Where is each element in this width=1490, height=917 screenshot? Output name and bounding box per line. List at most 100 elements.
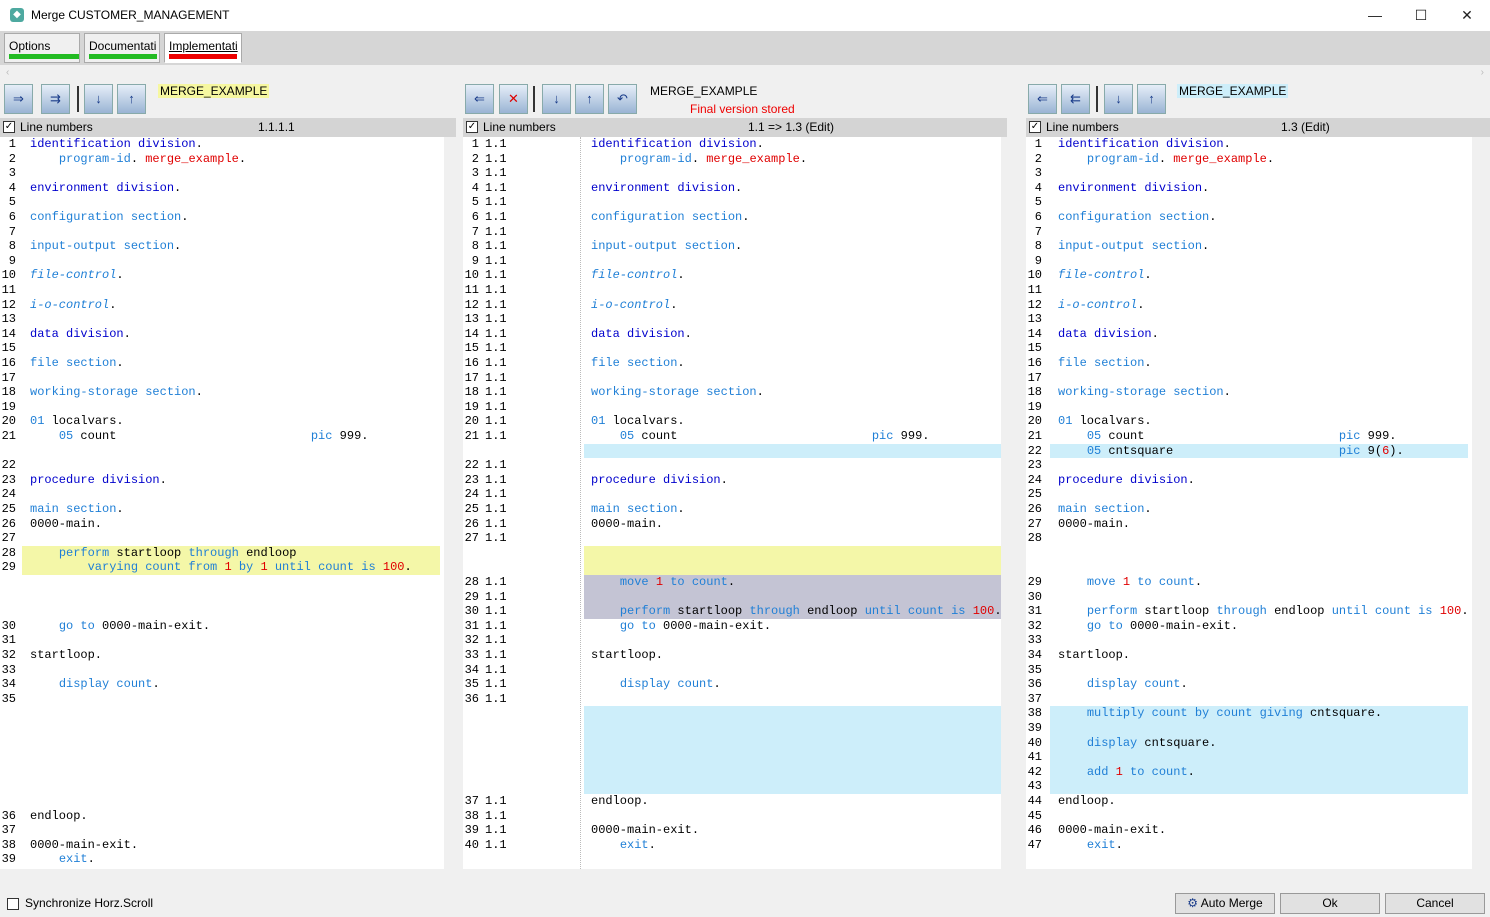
horizontal-scrollbar[interactable]	[1026, 869, 1490, 885]
diff-highlight	[584, 560, 1001, 575]
tab-documentation[interactable]: Documentati	[84, 33, 160, 63]
line-number: 32	[1, 648, 16, 662]
next-diff-icon[interactable]: ↓	[1104, 84, 1133, 114]
line-number: 1	[471, 137, 479, 151]
vertical-scrollbar[interactable]	[1478, 137, 1490, 869]
sync-horz-scroll-checkbox[interactable]	[7, 898, 19, 910]
code-text: add 1 to count.	[1086, 764, 1195, 779]
code-line: 13	[0, 312, 444, 327]
line-number: 13	[1027, 312, 1042, 327]
code-text: identification division.	[591, 137, 764, 151]
vertical-scrollbar[interactable]	[444, 137, 456, 869]
code-text: input-output section.	[591, 239, 743, 254]
delete-block-icon[interactable]: ✕	[499, 84, 528, 114]
code-line	[1026, 546, 1472, 561]
close-button[interactable]: ✕	[1461, 7, 1473, 23]
line-version: 1.1	[485, 531, 507, 546]
line-version: 1.1	[485, 808, 507, 823]
copy-block-left-icon[interactable]: ⇇	[1061, 84, 1090, 114]
code-line: 39 exit.	[0, 852, 444, 867]
pane-title: MERGE_EXAMPLE	[650, 84, 758, 98]
diff-highlight	[584, 721, 1001, 736]
take-left-icon[interactable]: ⇐	[465, 84, 494, 114]
line-numbers-checkbox[interactable]: ✓	[1029, 121, 1041, 133]
vertical-scrollbar[interactable]	[1001, 137, 1007, 869]
next-diff-icon[interactable]: ↓	[84, 84, 113, 114]
horizontal-scrollbar-top[interactable]: ‹ ›	[0, 66, 1490, 81]
auto-merge-button[interactable]: ⚙ Auto Merge	[1175, 893, 1275, 914]
line-version: 1.1	[485, 487, 507, 502]
horizontal-scrollbar[interactable]	[0, 869, 456, 885]
code-text: go to 0000-main-exit.	[619, 618, 772, 633]
line-number: 30	[464, 604, 479, 619]
pane-title: MERGE_EXAMPLE	[158, 84, 270, 98]
horizontal-scrollbar[interactable]	[463, 869, 1007, 885]
line-numbers-checkbox[interactable]: ✓	[3, 121, 15, 133]
code-line: 5	[0, 195, 444, 210]
code-line	[463, 443, 1001, 459]
code-text: 0000-main.	[1058, 516, 1131, 531]
copy-block-right-icon[interactable]: ⇉	[41, 84, 70, 114]
code-text: i-o-control.	[591, 297, 678, 312]
version-label: 1.3 (Edit)	[1281, 120, 1330, 134]
line-number: 12	[1027, 297, 1042, 312]
toolbar-separator	[1096, 86, 1098, 112]
code-text: 0000-main-exit.	[30, 837, 139, 852]
code-text: working-storage section.	[30, 385, 203, 400]
line-version: 1.1	[485, 210, 507, 224]
cancel-button[interactable]: Cancel	[1385, 893, 1485, 914]
ok-button[interactable]: Ok	[1280, 893, 1380, 914]
code-text: identification division.	[1058, 137, 1231, 151]
code-text: configuration section.	[591, 210, 750, 224]
prev-diff-icon[interactable]: ↑	[1137, 84, 1166, 114]
line-number: 27	[464, 531, 479, 546]
code-text: exit.	[1086, 837, 1123, 852]
line-number: 23	[1, 472, 16, 487]
code-text: exit.	[58, 852, 95, 867]
code-line	[0, 750, 444, 765]
copy-right-icon[interactable]: ⇒	[4, 84, 33, 114]
line-number: 11	[464, 283, 479, 297]
prev-diff-icon[interactable]: ↑	[117, 84, 146, 114]
code-line: 22 05 cntsquare pic 9(6).	[1026, 443, 1472, 459]
scroll-right-icon[interactable]: ›	[1480, 67, 1484, 78]
line-number: 6	[8, 210, 16, 224]
prev-diff-icon[interactable]: ↑	[575, 84, 604, 114]
code-text: move 1 to count.	[1086, 575, 1203, 589]
line-number: 31	[464, 618, 479, 633]
undo-icon[interactable]: ↶	[608, 84, 637, 114]
code-text: 05 count pic 999.	[619, 429, 930, 443]
copy-left-icon[interactable]: ⇐	[1028, 84, 1057, 114]
right-pane: ⇐ ⇇ ↓ ↑ MERGE_EXAMPLE ✓ Line numbers 1.3…	[1026, 82, 1490, 887]
line-number: 38	[464, 808, 479, 823]
code-text: 01 localvars.	[30, 414, 124, 429]
line-number: 33	[1, 662, 16, 677]
merged-pane-toolbar: ⇐ ✕ ↓ ↑ ↶ MERGE_EXAMPLE Final version st…	[463, 82, 1007, 118]
code-text: perform startloop through endloop	[58, 545, 297, 560]
line-numbers-checkbox[interactable]: ✓	[466, 121, 478, 133]
tab-implementation[interactable]: Implementati	[164, 33, 242, 63]
code-line: 29 varying count from 1 by 1 until count…	[0, 560, 444, 575]
code-text: 0000-main.	[30, 516, 103, 531]
code-line: 15	[1026, 341, 1472, 356]
next-diff-icon[interactable]: ↓	[542, 84, 571, 114]
line-number: 38	[1027, 706, 1042, 721]
code-line	[0, 721, 444, 736]
left-pane: ⇒ ⇉ ↓ ↑ MERGE_EXAMPLE ✓ Line numbers 1.1…	[0, 82, 456, 887]
line-number: 8	[8, 239, 16, 254]
line-number: 36	[1027, 677, 1042, 692]
scroll-left-icon[interactable]: ‹	[6, 67, 10, 78]
tab-options[interactable]: Options	[4, 33, 80, 63]
minimize-button[interactable]: —	[1368, 7, 1382, 23]
code-text: perform startloop through endloop until …	[1086, 604, 1469, 619]
line-version: 1.1	[485, 516, 507, 531]
line-number: 12	[1, 297, 16, 312]
maximize-button[interactable]: ☐	[1414, 7, 1428, 23]
